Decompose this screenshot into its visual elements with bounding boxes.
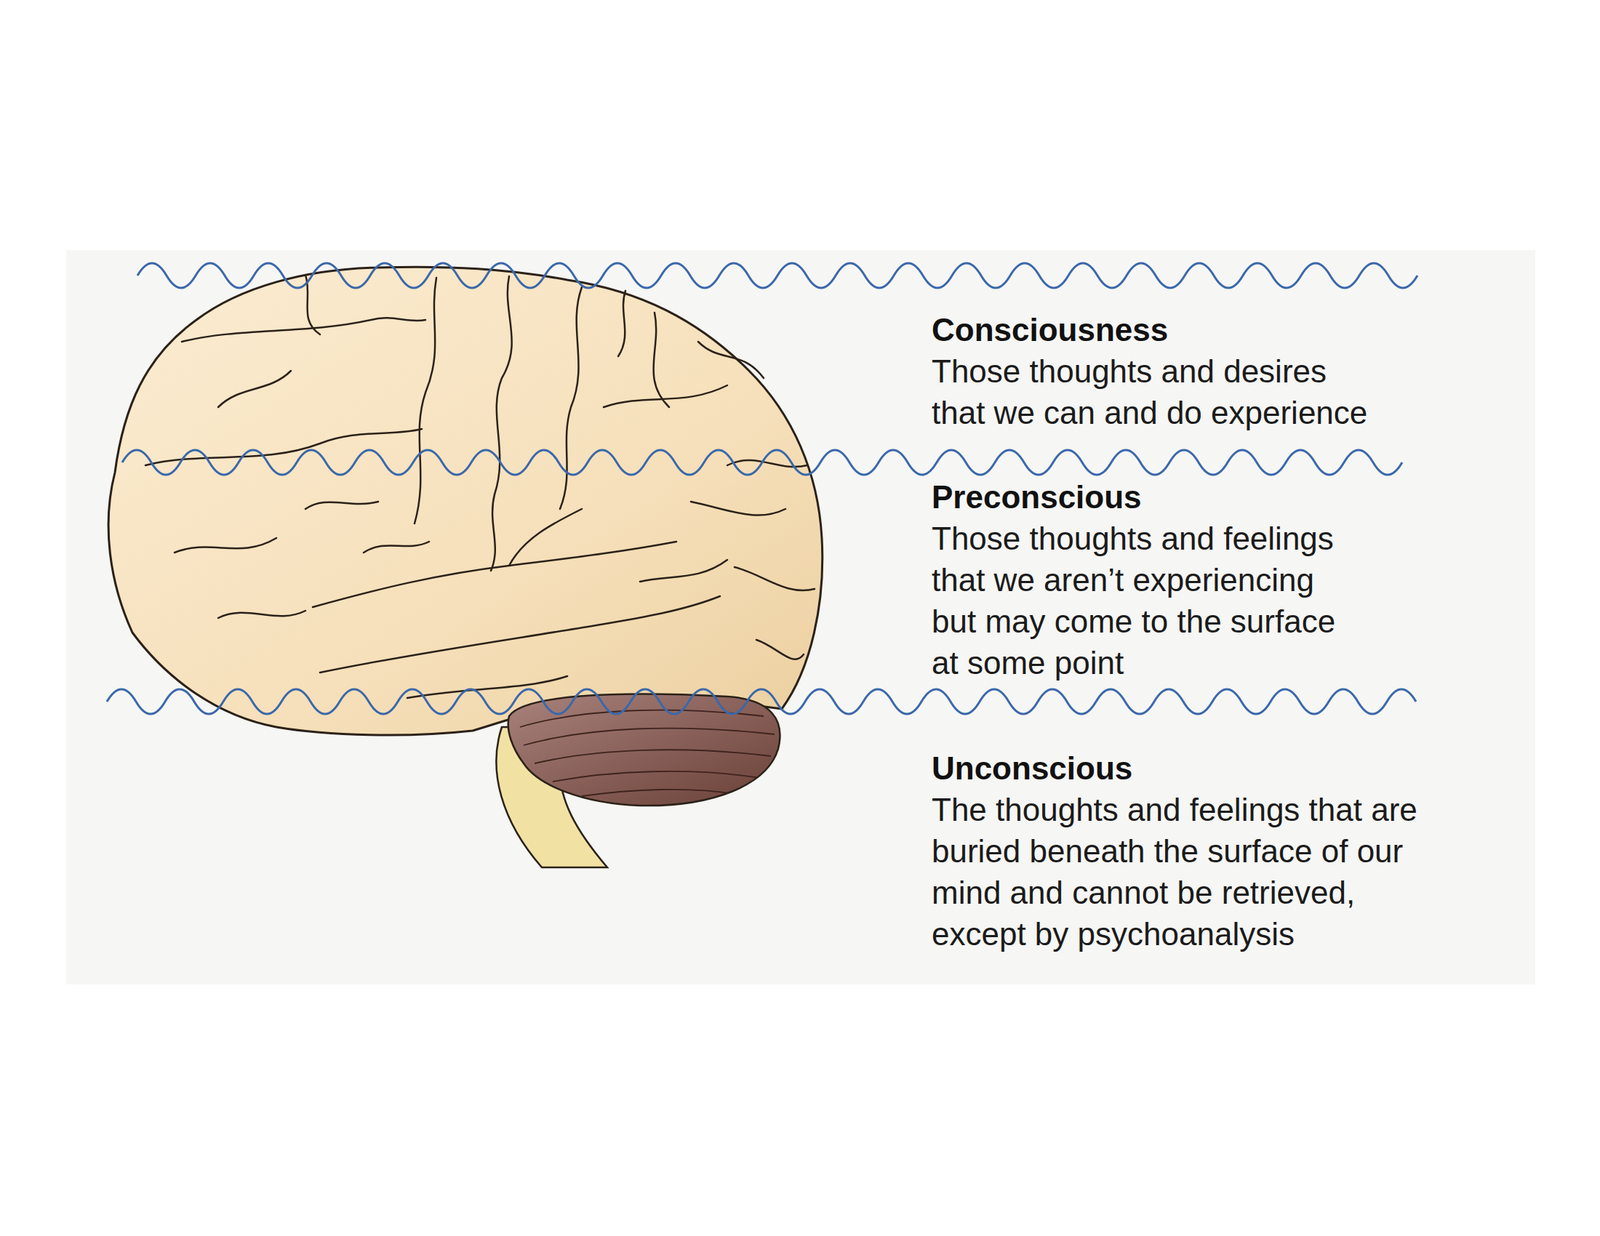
level-waves [106,263,1418,715]
sulcus [618,290,626,357]
sulcus [414,277,437,524]
sulcus [698,341,764,379]
wave-line [137,263,1418,288]
sulcus [756,640,804,660]
sulcus [640,560,728,582]
fold [581,789,735,797]
sulcus [653,312,670,408]
wave-line [106,689,1416,715]
fold [552,771,760,782]
sulcus [734,567,815,591]
sulcus [490,276,512,571]
sulcus [305,274,320,335]
cerebellum-folds [520,710,775,797]
level-band: PreconsciousThose thoughts and feelings … [931,476,1350,687]
sulcus [218,610,306,619]
sulcus [145,429,422,466]
wave-line [122,450,1403,475]
cerebrum [108,266,823,736]
level-band: UnconsciousThe thoughts and feelings tha… [931,747,1434,958]
level-description: Those thoughts and feelings that we aren… [931,517,1350,684]
level-heading: Unconscious [931,747,1434,790]
sulcus [320,596,720,673]
sulcus [218,370,291,408]
level-heading: Preconscious [931,476,1350,518]
brain-sulci [145,274,815,699]
sulcus [363,541,430,553]
sulcus [305,501,379,510]
fold [523,728,775,746]
sulcus [174,538,277,553]
sulcus [509,509,582,566]
sulcus [407,676,568,699]
photo-ground [66,250,1536,985]
level-description: Those thoughts and desires that we can a… [931,350,1377,434]
sulcus [727,460,808,467]
level-description: The thoughts and feelings that are burie… [931,789,1434,955]
level-heading: Consciousness [931,309,1377,351]
sulcus [690,501,786,516]
sulcus [181,317,426,342]
sulcus [560,287,582,510]
level-band: ConsciousnessThose thoughts and desires … [931,309,1377,437]
fold [534,749,771,764]
